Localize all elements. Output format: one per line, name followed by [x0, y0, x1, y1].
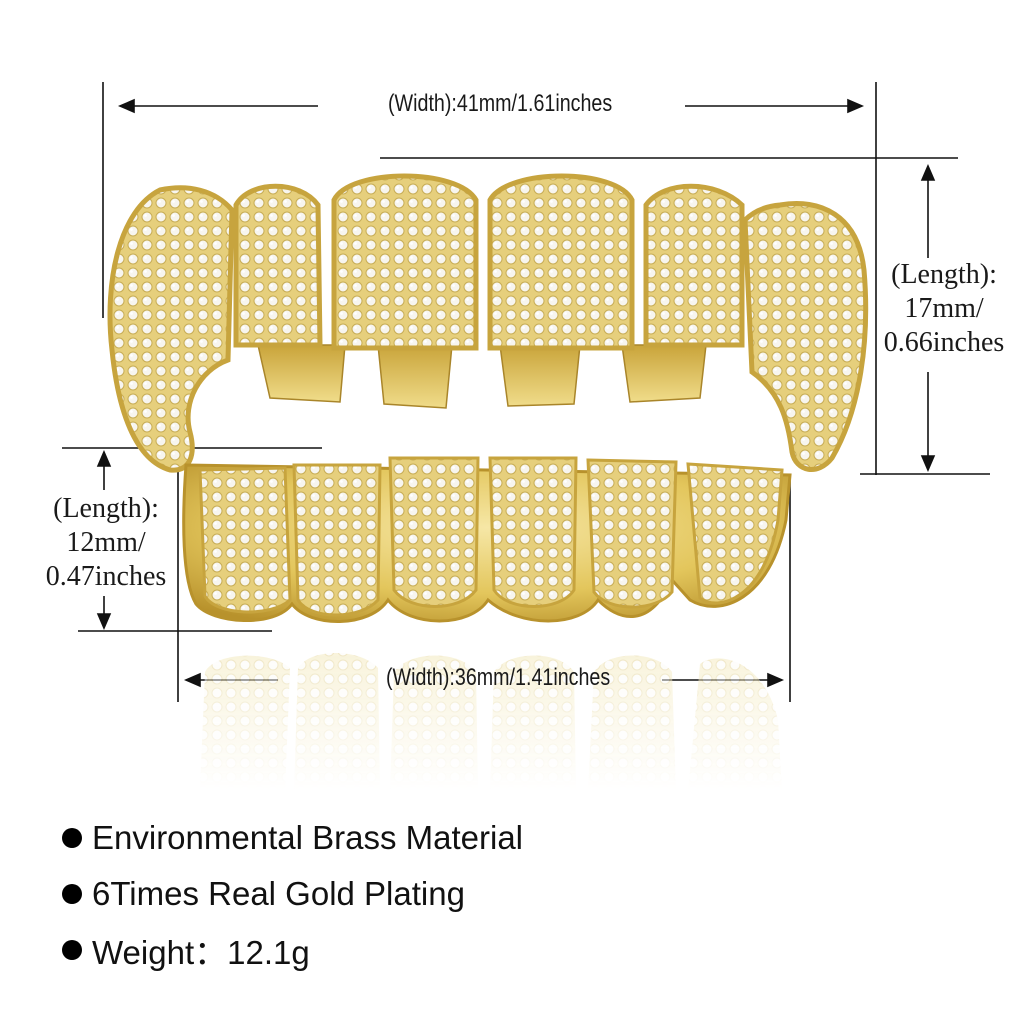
top-length-title: (Length):	[891, 259, 997, 290]
bottom-length-title: (Length):	[53, 493, 159, 524]
feature-text: Environmental Brass Material	[92, 819, 523, 856]
bottom-length-inches: 0.47inches	[45, 561, 167, 592]
bullet-icon	[62, 940, 82, 960]
grill-reflection	[200, 653, 782, 792]
bullet-icon	[62, 828, 82, 848]
bottom-grill	[182, 456, 792, 623]
top-length-guide	[380, 157, 990, 475]
feature-item: Environmental Brass Material	[62, 810, 523, 866]
feature-text: Weight：12.1g	[92, 934, 310, 971]
feature-text: 6Times Real Gold Plating	[92, 875, 465, 912]
top-grill	[107, 173, 869, 473]
bottom-length-mm: 12mm/	[66, 527, 146, 558]
top-length-label: (Length): 17mm/ 0.66inches	[880, 258, 1008, 360]
feature-list: Environmental Brass Material 6Times Real…	[62, 810, 523, 978]
bottom-width-label: (Width):36mm/1.41inches	[386, 664, 611, 691]
top-length-inches: 0.66inches	[883, 327, 1005, 358]
feature-item: Weight：12.1g	[62, 922, 523, 978]
top-width-label: (Width):41mm/1.61inches	[388, 90, 613, 117]
bottom-length-label: (Length): 12mm/ 0.47inches	[42, 492, 170, 594]
feature-item: 6Times Real Gold Plating	[62, 866, 523, 922]
bullet-icon	[62, 884, 82, 904]
top-length-mm: 17mm/	[904, 293, 984, 324]
top-width-guide	[102, 82, 877, 475]
